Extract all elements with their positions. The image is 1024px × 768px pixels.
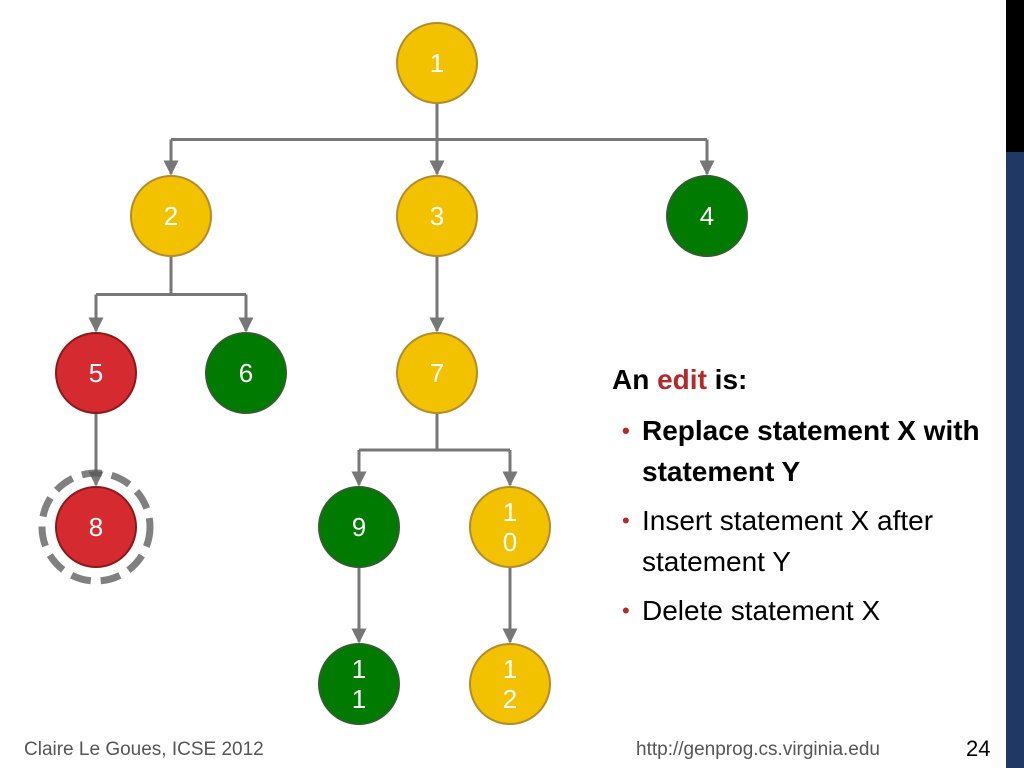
- side-bar-top: [1006, 0, 1024, 152]
- tree-node-6: 6: [205, 332, 287, 414]
- node-label: 9: [352, 512, 366, 542]
- edit-item-insert: • Insert statement X after statement Y: [622, 500, 992, 582]
- node-label: 3: [430, 201, 444, 231]
- highlight-ring: [38, 469, 154, 585]
- node-circle: [55, 486, 137, 568]
- heading-suffix: is:: [714, 364, 748, 395]
- edit-item-replace-text: Replace statement X with statement Y: [642, 415, 980, 487]
- tree-node-9: 9: [318, 486, 400, 568]
- node-circle: [205, 332, 287, 414]
- edit-item-delete-text: Delete statement X: [642, 595, 881, 626]
- heading-keyword: edit: [657, 364, 707, 395]
- node-circle: [318, 643, 400, 725]
- node-label: 4: [700, 201, 714, 231]
- node-label: 8: [89, 512, 103, 542]
- node-label: 1: [503, 654, 517, 684]
- node-circle: [396, 175, 478, 257]
- node-circle: [469, 643, 551, 725]
- tree-node-12: 12: [469, 643, 551, 725]
- node-circle: [55, 332, 137, 414]
- tree-node-3: 3: [396, 175, 478, 257]
- node-label: 7: [430, 358, 444, 388]
- node-circle: [666, 175, 748, 257]
- tree-node-11: 11: [318, 643, 400, 725]
- node-circle: [130, 175, 212, 257]
- node-circle: [396, 332, 478, 414]
- tree-node-2: 2: [130, 175, 212, 257]
- node-label: 5: [89, 358, 103, 388]
- edit-item-delete: • Delete statement X: [622, 590, 992, 631]
- tree-node-1: 1: [396, 22, 478, 104]
- tree-node-7: 7: [396, 332, 478, 414]
- node-label: 6: [239, 358, 253, 388]
- node-label: 1: [352, 684, 366, 714]
- heading-prefix: An: [612, 364, 650, 395]
- bullet-icon: •: [622, 418, 630, 443]
- edit-definition-box: An edit is: • Replace statement X with s…: [612, 364, 992, 639]
- side-bar-bottom: [1006, 152, 1024, 768]
- footer-author: Claire Le Goues, ICSE 2012: [24, 739, 264, 760]
- edit-item-replace: • Replace statement X with statement Y: [622, 410, 992, 492]
- node-label: 1: [503, 497, 517, 527]
- edit-operation-list: • Replace statement X with statement Y •…: [612, 410, 992, 631]
- footer-url: http://genprog.cs.virginia.edu: [636, 739, 880, 760]
- node-circle: [396, 22, 478, 104]
- tree-node-10: 10: [469, 486, 551, 568]
- edit-item-insert-text: Insert statement X after statement Y: [642, 505, 934, 577]
- node-circle: [318, 486, 400, 568]
- edit-heading: An edit is:: [612, 364, 992, 396]
- tree-node-5: 5: [55, 332, 137, 414]
- tree-node-4: 4: [666, 175, 748, 257]
- node-label: 2: [164, 201, 178, 231]
- node-label: 0: [503, 527, 517, 557]
- node-circle: [469, 486, 551, 568]
- bullet-icon: •: [622, 598, 630, 623]
- page-number: 24: [966, 736, 991, 761]
- tree-node-8: 8: [38, 469, 154, 585]
- bullet-icon: •: [622, 508, 630, 533]
- node-label: 1: [352, 654, 366, 684]
- node-label: 1: [430, 48, 444, 78]
- node-label: 2: [503, 684, 517, 714]
